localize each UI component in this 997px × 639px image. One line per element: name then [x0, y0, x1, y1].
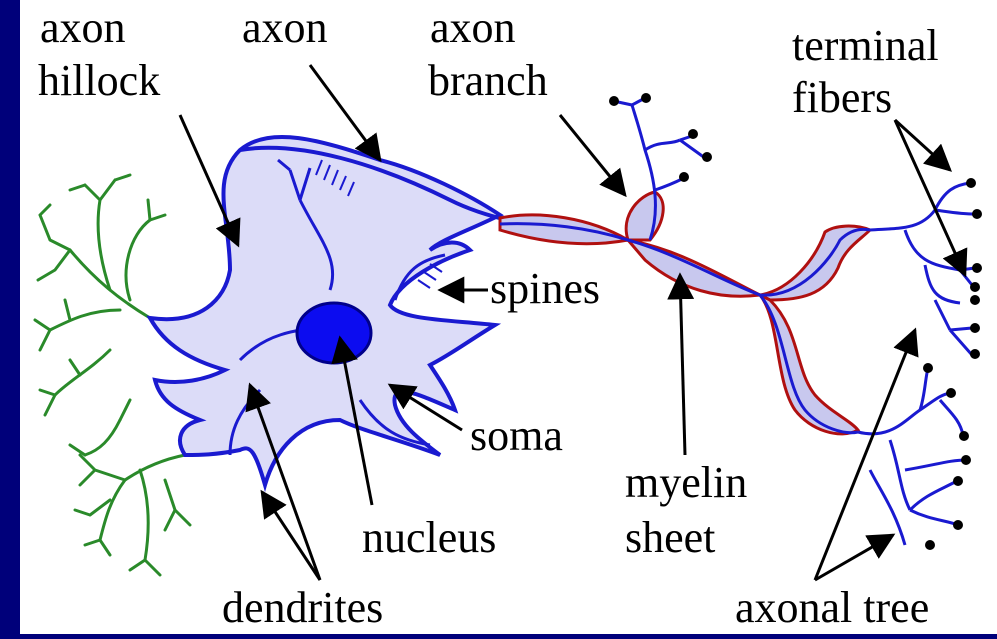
- label-dendrites: dendrites: [222, 583, 383, 632]
- nucleus: [297, 303, 371, 363]
- label-terminal-fibers-2: fibers: [792, 73, 892, 122]
- label-terminal-fibers-1: terminal: [792, 21, 939, 70]
- label-spines: spines: [490, 264, 600, 313]
- label-axonal-tree: axonal tree: [735, 583, 929, 632]
- label-axon: axon: [242, 3, 328, 52]
- label-axon-branch-2: branch: [428, 56, 548, 105]
- label-nucleus: nucleus: [362, 513, 496, 562]
- label-axon-hillock-1: axon: [40, 3, 126, 52]
- label-myelin-sheet-1: myelin: [625, 458, 747, 507]
- label-soma: soma: [470, 411, 563, 460]
- label-myelin-sheet-2: sheet: [625, 513, 715, 562]
- label-axon-hillock-2: hillock: [38, 56, 160, 105]
- label-axon-branch-1: axon: [430, 3, 516, 52]
